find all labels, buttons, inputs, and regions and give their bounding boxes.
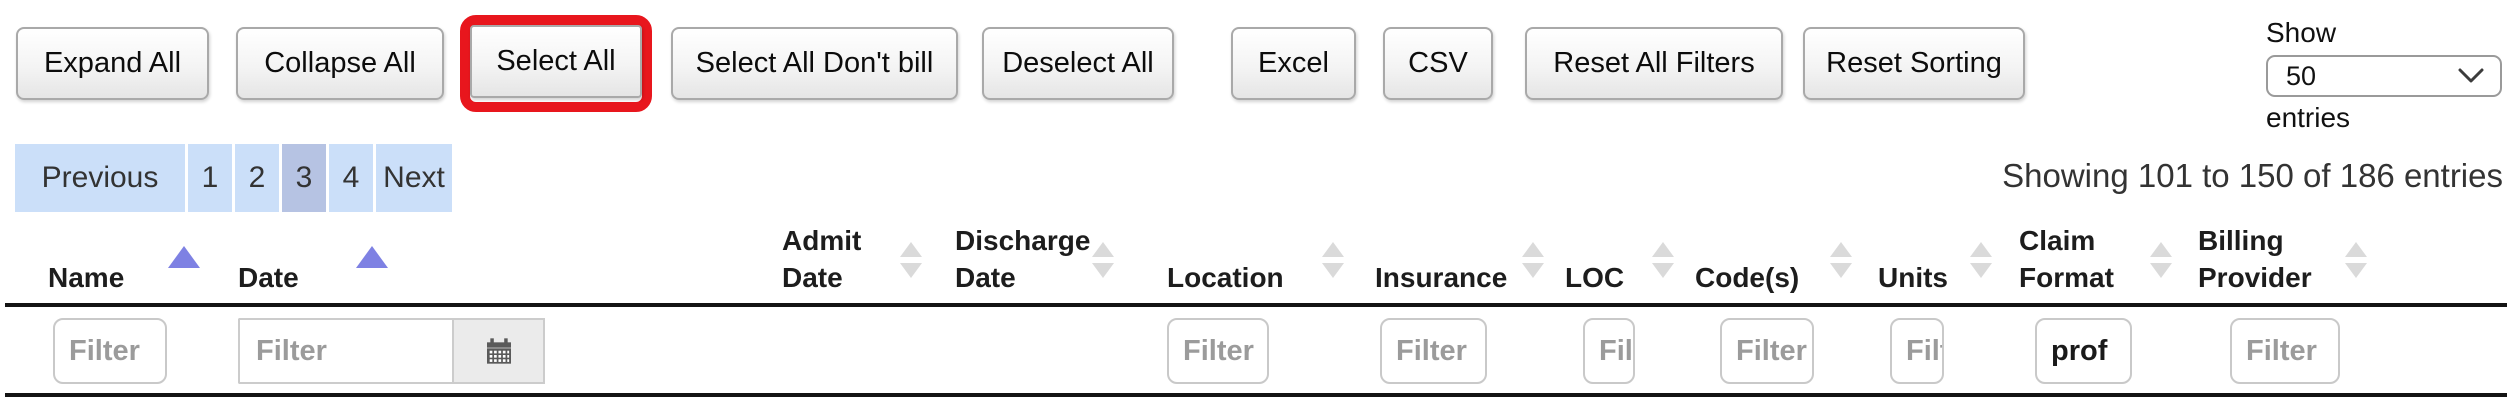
sort-both-icon[interactable] — [1970, 242, 1992, 278]
column-header-claim-format[interactable]: Claim Format — [2019, 225, 2114, 293]
entries-label: entries — [2266, 102, 2351, 133]
select-all-dont-bill-button[interactable]: Select All Don't bill — [671, 27, 958, 100]
sort-both-icon[interactable] — [1322, 242, 1344, 278]
expand-all-button[interactable]: Expand All — [16, 27, 209, 100]
codes-filter-input[interactable] — [1720, 318, 1814, 384]
filter-row-divider — [5, 393, 2507, 397]
sort-ascending-icon[interactable] — [356, 246, 388, 268]
column-header-admit-date[interactable]: Admit Date — [782, 225, 862, 293]
pagination-page-2[interactable]: 2 — [235, 144, 279, 212]
column-header-insurance[interactable]: Insurance — [1375, 262, 1508, 293]
reset-sorting-button[interactable]: Reset Sorting — [1803, 27, 2025, 100]
sort-both-icon[interactable] — [1092, 242, 1114, 278]
sort-both-icon[interactable] — [1522, 242, 1544, 278]
select-all-highlight-ring: Select All — [460, 15, 652, 112]
header-divider — [5, 303, 2507, 307]
reset-all-filters-button[interactable]: Reset All Filters — [1525, 27, 1783, 100]
excel-export-button[interactable]: Excel — [1231, 27, 1356, 100]
column-header-location[interactable]: Location — [1167, 262, 1284, 293]
column-header-codes[interactable]: Code(s) — [1695, 262, 1800, 293]
deselect-all-button[interactable]: Deselect All — [982, 27, 1174, 100]
billing-provider-filter-input[interactable] — [2230, 318, 2340, 384]
pagination-page-3-active[interactable]: 3 — [282, 144, 326, 212]
units-filter-input[interactable] — [1890, 318, 1944, 384]
insurance-filter-input[interactable] — [1380, 318, 1487, 384]
column-header-discharge-date[interactable]: Discharge Date — [955, 225, 1091, 293]
sort-both-icon[interactable] — [1830, 242, 1852, 278]
chevron-down-icon — [2458, 68, 2484, 84]
showing-entries-summary: Showing 101 to 150 of 186 entries — [2002, 157, 2503, 194]
page-size-select[interactable]: 50 — [2266, 55, 2502, 97]
column-header-billing-provider[interactable]: Billing Provider — [2198, 225, 2312, 293]
collapse-all-button[interactable]: Collapse All — [236, 27, 444, 100]
sort-both-icon[interactable] — [2345, 242, 2367, 278]
calendar-icon — [483, 335, 515, 367]
sort-both-icon[interactable] — [2150, 242, 2172, 278]
pagination-page-1[interactable]: 1 — [188, 144, 232, 212]
table-header-row: Name Date Admit Date Discharge Date Loca… — [0, 225, 2516, 306]
pagination-page-4[interactable]: 4 — [329, 144, 373, 212]
column-header-units[interactable]: Units — [1878, 262, 1948, 293]
sort-both-icon[interactable] — [900, 242, 922, 278]
claim-format-filter-input[interactable] — [2035, 318, 2132, 384]
page-size-selected-value: 50 — [2286, 60, 2317, 91]
date-picker-button[interactable] — [452, 318, 545, 384]
name-filter-input[interactable] — [53, 318, 167, 384]
page-size-control: Show 50 entries — [2266, 16, 2506, 135]
sort-ascending-icon[interactable] — [168, 246, 200, 268]
column-header-date[interactable]: Date — [238, 262, 299, 293]
pagination-previous[interactable]: Previous — [15, 144, 185, 212]
select-all-button[interactable]: Select All — [470, 25, 642, 98]
pagination: Previous 1 2 3 4 Next — [15, 144, 452, 212]
location-filter-input[interactable] — [1167, 318, 1269, 384]
column-header-loc[interactable]: LOC — [1565, 262, 1625, 293]
loc-filter-input[interactable] — [1583, 318, 1635, 384]
sort-both-icon[interactable] — [1652, 242, 1674, 278]
show-label: Show — [2266, 17, 2337, 48]
pagination-next[interactable]: Next — [376, 144, 452, 212]
date-filter-input[interactable] — [238, 318, 452, 384]
csv-export-button[interactable]: CSV — [1383, 27, 1493, 100]
column-header-name[interactable]: Name — [48, 262, 125, 293]
date-filter-group — [238, 318, 545, 384]
